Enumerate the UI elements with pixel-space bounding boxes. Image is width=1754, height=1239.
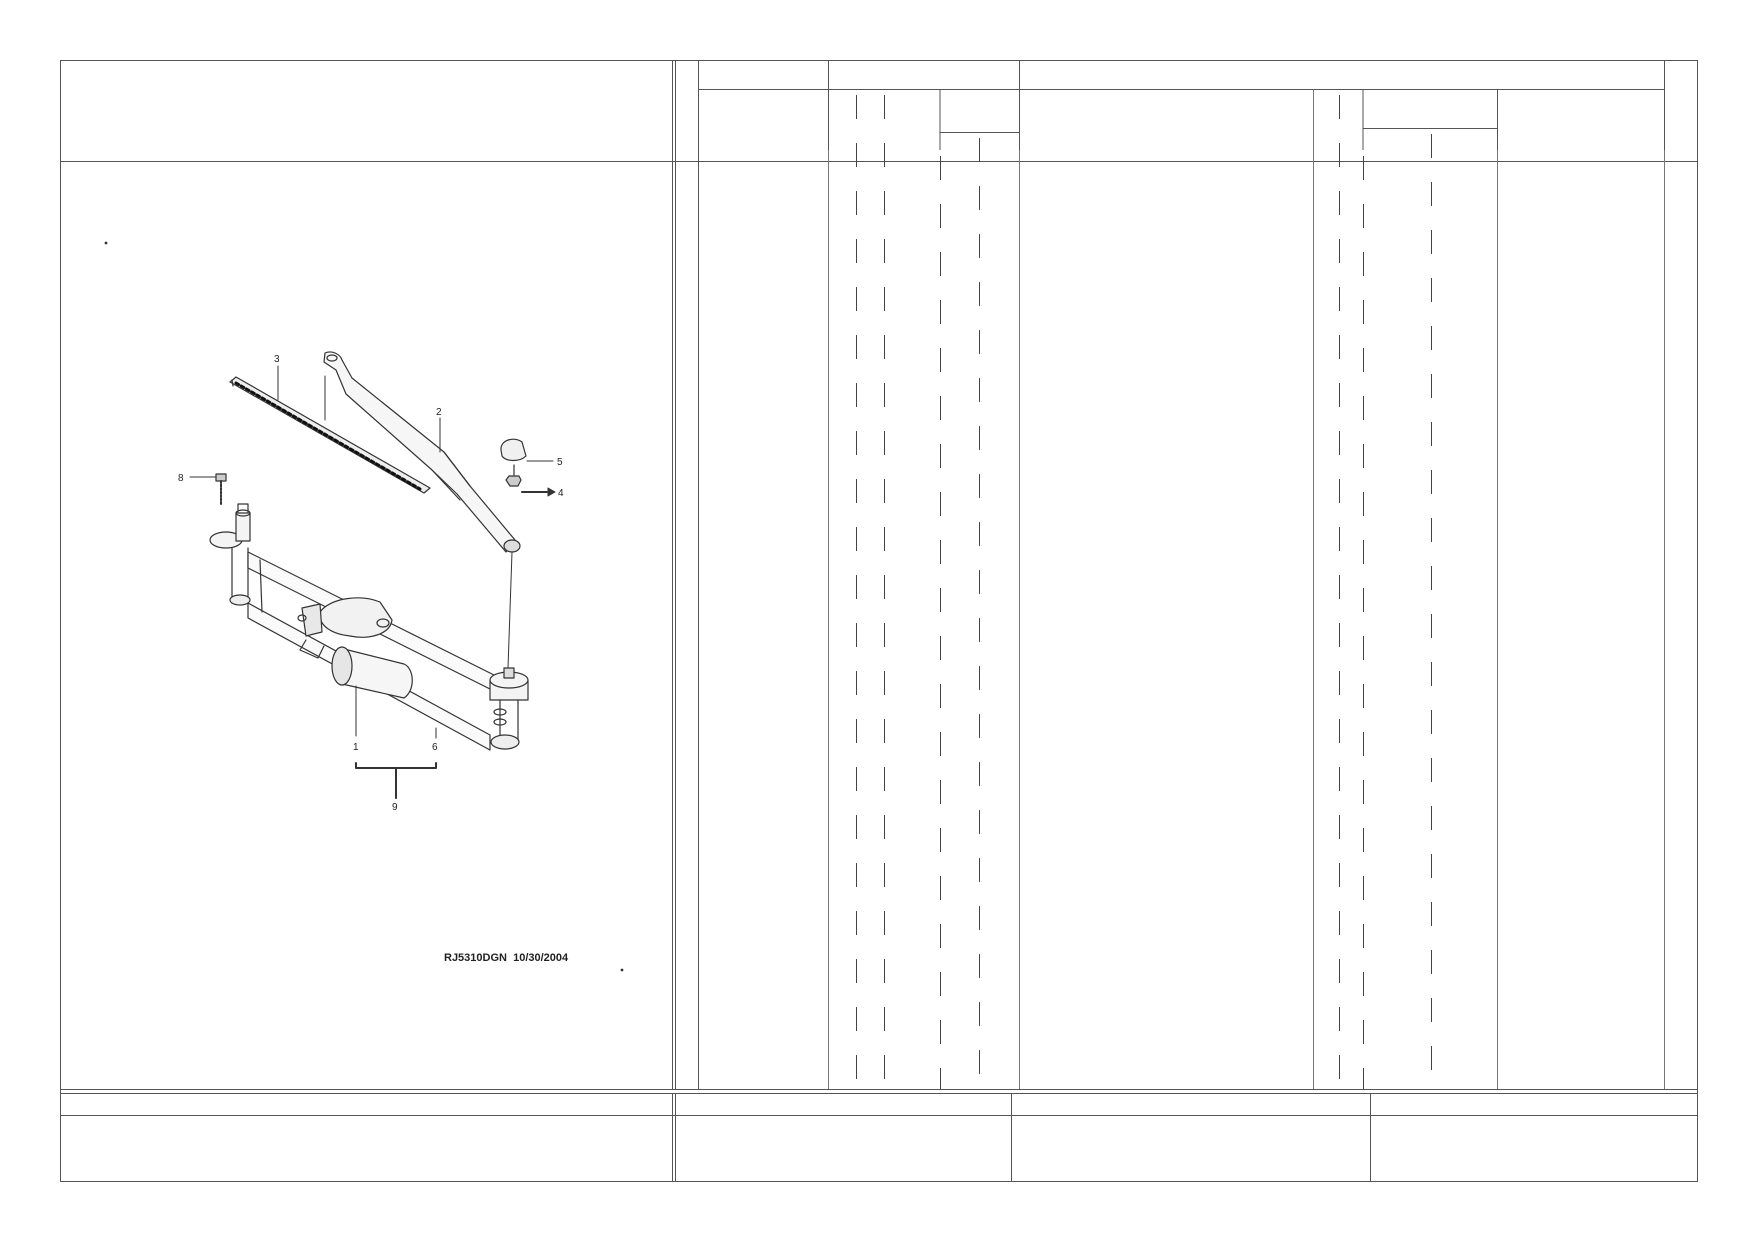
wiper-diagram [104,241,624,972]
callout-5: 5 [557,457,563,468]
drawing-code: RJ5310DGN 10/30/2004 [444,952,569,964]
parts-table-header [698,60,1665,1089]
footer-grid [672,1093,1371,1181]
parts-table-columns [828,89,1665,1089]
callout-8: 8 [178,473,184,484]
wiper-blade [229,376,431,494]
page-frame [60,60,1698,1182]
callout-3: 3 [274,354,280,365]
wiper-motor [297,597,413,699]
parts-table-dashed-columns [856,89,1432,1089]
callout-4: 4 [558,488,564,499]
callout-1: 1 [353,742,359,753]
bolt [215,473,227,506]
callout-6: 6 [432,742,438,753]
callout-9: 9 [392,802,398,813]
callout-2: 2 [436,407,442,418]
callout-leaders [189,365,556,799]
cap-and-nut [500,438,527,487]
